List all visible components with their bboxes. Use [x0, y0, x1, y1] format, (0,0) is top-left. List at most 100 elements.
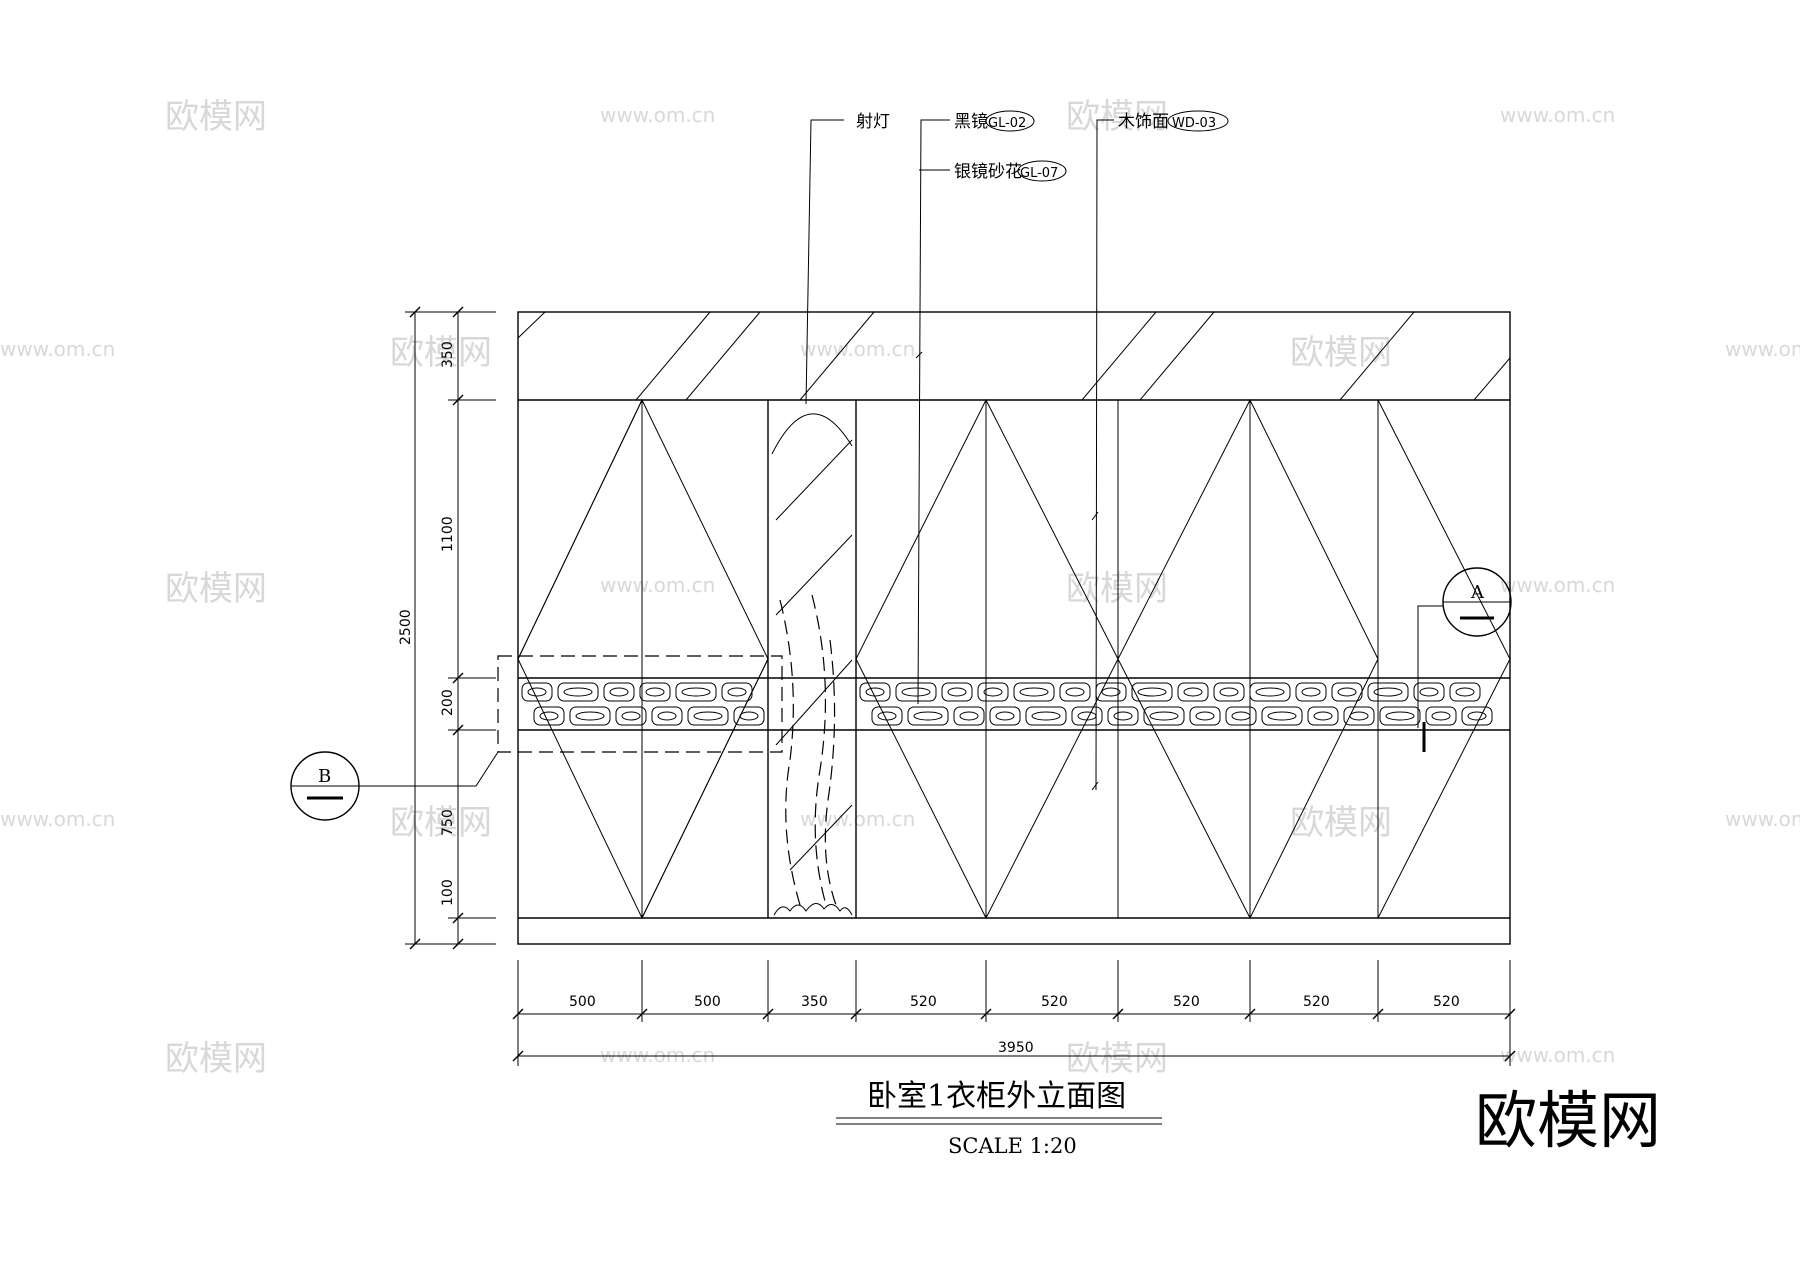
dim-vertical-segment: 1100	[440, 516, 456, 552]
dim-vertical-segment: 200	[440, 689, 456, 716]
title-block: 卧室1衣柜外立面图 SCALE 1:20	[836, 1079, 1162, 1158]
dim-horizontal-segment: 350	[801, 994, 828, 1010]
band-motif	[1177, 682, 1209, 702]
label-black-mirror: 黑镜	[954, 112, 988, 132]
watermark-url: www.om.cn	[1500, 573, 1615, 597]
dim-horizontal-segment: 500	[569, 994, 596, 1010]
band-motif	[1101, 687, 1121, 697]
section-letter-b: B	[318, 766, 331, 787]
band-motif	[1137, 687, 1167, 697]
watermark-url: www.om.cn	[0, 807, 115, 831]
drawing-title: 卧室1衣柜外立面图	[867, 1079, 1126, 1114]
band-motif	[1071, 706, 1103, 726]
band-motif	[1255, 687, 1285, 697]
wardrobe-outline	[517, 311, 1511, 945]
decor-plant-stem	[824, 639, 837, 906]
label-spotlight: 射灯	[856, 112, 890, 132]
dim-horizontal-segment: 520	[1173, 994, 1200, 1010]
band-motif	[727, 687, 747, 697]
band-motif	[681, 687, 711, 697]
band-motif	[1249, 682, 1291, 702]
band-motif	[609, 687, 629, 697]
watermark-brand: 欧模网	[165, 569, 267, 609]
band-motif	[1019, 687, 1049, 697]
watermark-brand: 欧模网	[1290, 803, 1392, 843]
watermark-logo: 欧模网	[1475, 1084, 1661, 1157]
section-marker-a: A	[1417, 567, 1512, 752]
watermark-url: www.om.cn	[1725, 807, 1800, 831]
door-diamonds	[517, 398, 1511, 920]
door-diamond	[855, 398, 1119, 920]
band-motif	[1367, 682, 1409, 702]
band-motif	[1301, 687, 1321, 697]
watermark-url: www.om.cn	[1725, 337, 1800, 361]
band-motif	[687, 706, 729, 726]
band-motif	[533, 706, 565, 726]
band-motif	[901, 687, 931, 697]
band-motif	[603, 682, 635, 702]
band-motif	[575, 711, 605, 721]
dim-vertical-segment: 100	[440, 879, 456, 906]
band-motif	[1013, 682, 1055, 702]
band-motif	[563, 687, 593, 697]
band-motif	[1189, 706, 1221, 726]
watermark-brand: 欧模网	[1066, 97, 1168, 137]
watermark-brand: 欧模网	[165, 97, 267, 137]
band-motif	[1419, 687, 1439, 697]
band-motif	[907, 706, 949, 726]
band-motif	[947, 687, 967, 697]
band-motif	[871, 706, 903, 726]
band-motif	[959, 711, 979, 721]
watermark-brand: 欧模网	[1066, 569, 1168, 609]
label-silver-mirror: 银镜砂花	[954, 162, 1022, 182]
decor-plant-stem	[811, 594, 827, 906]
band-motif	[1225, 706, 1257, 726]
decor-plant-stem	[779, 599, 801, 906]
watermark-url: www.om.cn	[1500, 103, 1615, 127]
band-motif	[733, 706, 765, 726]
band-motif	[983, 687, 1003, 697]
band-motif	[865, 687, 885, 697]
code-bubble	[1167, 110, 1229, 132]
band-motif	[1149, 711, 1179, 721]
band-motif	[1461, 706, 1493, 726]
dim-horizontal-segment: 500	[694, 994, 721, 1010]
watermark-url: www.om.cn	[600, 103, 715, 127]
band-motif	[621, 711, 641, 721]
door-diamond-half	[1377, 399, 1511, 919]
band-motif	[1385, 711, 1415, 721]
watermark-brand: 欧模网	[390, 333, 492, 373]
band-motif	[1455, 687, 1475, 697]
decorative-band	[521, 682, 1493, 726]
band-motif	[1331, 682, 1363, 702]
band-motif	[1413, 682, 1445, 702]
band-motif	[1295, 682, 1327, 702]
band-motif	[539, 711, 559, 721]
band-motif	[657, 711, 677, 721]
band-motif	[721, 682, 753, 702]
dim-horizontal-segment: 520	[1303, 994, 1330, 1010]
watermark-url: www.om.cn	[600, 1043, 715, 1067]
band-motif	[739, 711, 759, 721]
band-motif	[615, 706, 647, 726]
band-motif	[1307, 706, 1339, 726]
drawing-scale: SCALE 1:20	[948, 1134, 1077, 1158]
band-motif	[877, 711, 897, 721]
watermark-brand: 欧模网	[390, 803, 492, 843]
watermark-url: www.om.cn	[600, 573, 715, 597]
band-motif	[557, 682, 599, 702]
band-motif	[1467, 711, 1487, 721]
band-motif	[1449, 682, 1481, 702]
dim-vertical-segment: 750	[440, 809, 456, 836]
band-motif	[941, 682, 973, 702]
callout-leaders	[805, 119, 1114, 791]
band-motif	[1213, 682, 1245, 702]
band-motif	[1379, 706, 1421, 726]
watermark-brand: 欧模网	[1066, 1039, 1168, 1079]
band-motif	[1313, 711, 1333, 721]
code-bubble	[985, 110, 1035, 132]
dim-horizontal-segment: 520	[910, 994, 937, 1010]
band-motif	[1343, 706, 1375, 726]
band-motif	[1107, 706, 1139, 726]
band-motif	[953, 706, 985, 726]
